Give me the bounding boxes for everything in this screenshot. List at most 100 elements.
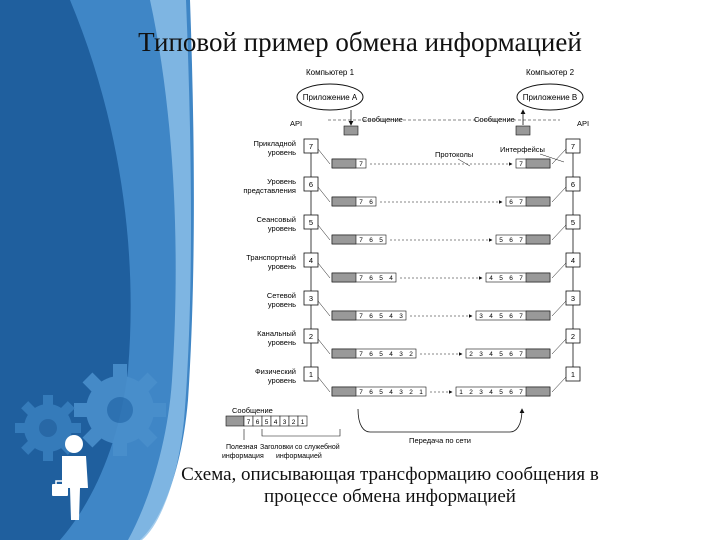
caption-line-2: процессе обмена информацией xyxy=(264,486,516,507)
frame-header-cell: 5 xyxy=(499,313,503,320)
api-label-b: API xyxy=(577,119,589,128)
level-label-line1: Сеансовый xyxy=(257,215,296,224)
frame-header-cell: 1 xyxy=(419,389,423,396)
frame-left-body xyxy=(331,158,357,169)
frame-header-cell: 4 xyxy=(389,275,393,282)
bottom-message-label: Сообщение xyxy=(232,406,273,415)
frame-left-body xyxy=(331,272,357,283)
frame-right-body xyxy=(525,234,551,245)
down-arrow-right xyxy=(551,376,567,393)
service-headers-bracket xyxy=(261,429,341,437)
sidebar-light-swoosh xyxy=(128,0,191,540)
frame-header-cell: 7 xyxy=(519,161,523,168)
frame-header-cell: 5 xyxy=(379,313,383,320)
frame-header-cell: 4 xyxy=(489,275,493,282)
down-arrow-left xyxy=(317,224,331,241)
bottom-header-value: 7 xyxy=(247,419,251,426)
level-label-line1: Уровень xyxy=(267,177,296,186)
frame-right-body xyxy=(525,196,551,207)
down-arrow-left xyxy=(317,376,331,393)
level-num-left: 3 xyxy=(309,294,313,303)
level-num-left: 5 xyxy=(309,218,313,227)
frame-header-cell: 7 xyxy=(519,199,523,206)
frame-right-body xyxy=(525,348,551,359)
frame-header-cell: 4 xyxy=(389,389,393,396)
frame-header-cell: 7 xyxy=(519,275,523,282)
osi-diagram: Компьютер 1 Компьютер 2 Приложение А При… xyxy=(222,68,589,460)
level-num-left: 7 xyxy=(309,142,313,151)
frame-header-cell: 5 xyxy=(499,351,503,358)
level-num-left: 4 xyxy=(309,256,313,265)
level-box-left xyxy=(303,366,319,382)
frame-header-cell: 6 xyxy=(369,351,373,358)
down-arrow-right xyxy=(551,148,567,165)
frame-header-cell: 7 xyxy=(359,237,363,244)
frame-header-cell: 4 xyxy=(389,351,393,358)
frame-header-cell: 5 xyxy=(379,237,383,244)
frame-header-cell: 3 xyxy=(399,351,403,358)
message-label-a: Сообщение xyxy=(362,115,403,124)
bottom-header-value: 1 xyxy=(301,419,305,426)
down-arrow-left xyxy=(317,338,331,355)
frame-header-cell: 6 xyxy=(369,313,373,320)
frame-header-cell: 2 xyxy=(409,389,413,396)
frame-header-cell: 6 xyxy=(509,237,513,244)
app-a-ellipse xyxy=(296,83,364,111)
frame-header-cell: 3 xyxy=(479,313,483,320)
frame-header-cell: 3 xyxy=(399,313,403,320)
api-label-a: API xyxy=(290,119,302,128)
down-arrow-left xyxy=(317,262,331,279)
level-label-line2: представления xyxy=(243,186,296,195)
frame-right-body xyxy=(525,158,551,169)
level-label-line2: уровень xyxy=(268,262,296,271)
service-headers-label-1: Заголовки со служебной xyxy=(260,443,340,451)
frame-left-body xyxy=(331,386,357,397)
frame-header-cell: 2 xyxy=(409,351,413,358)
bottom-header-value: 5 xyxy=(265,419,269,426)
level-num-right: 4 xyxy=(571,256,575,265)
down-arrow-right xyxy=(551,262,567,279)
caption-line-1: Схема, описывающая трансформацию сообщен… xyxy=(181,464,599,485)
frame-header-cell: 3 xyxy=(399,389,403,396)
frame-header-cell: 7 xyxy=(359,351,363,358)
frame-header-cell: 6 xyxy=(369,389,373,396)
down-arrow-right xyxy=(551,300,567,317)
down-arrow-left xyxy=(317,148,331,165)
level-label-line1: Прикладной xyxy=(253,139,296,148)
frame-header-cell: 5 xyxy=(379,275,383,282)
service-headers-label-2: информацией xyxy=(276,452,322,460)
bottom-header-value: 4 xyxy=(274,419,278,426)
frame-header-cell: 7 xyxy=(519,351,523,358)
network-transfer-label: Передача по сети xyxy=(409,436,471,445)
frame-right-body xyxy=(525,272,551,283)
frame-header-cell: 4 xyxy=(489,389,493,396)
frame-left-body xyxy=(331,196,357,207)
frame-left-body xyxy=(331,234,357,245)
frame-header-cell: 6 xyxy=(509,275,513,282)
network-transfer-bracket xyxy=(357,408,525,433)
bottom-header-cell xyxy=(297,415,308,427)
app-b-label: Приложение В xyxy=(523,93,577,102)
frame-header-cell: 7 xyxy=(359,199,363,206)
frame-header-cell: 1 xyxy=(459,389,463,396)
level-label-line1: Сетевой xyxy=(267,291,296,300)
frame-right-body xyxy=(525,386,551,397)
level-label-line2: уровень xyxy=(268,300,296,309)
interfaces-label: Интерфейсы xyxy=(500,145,545,154)
frame-header-cell: 7 xyxy=(519,237,523,244)
bottom-message-body xyxy=(225,415,245,427)
frame-header-cell: 7 xyxy=(519,389,523,396)
frame-header-cell: 6 xyxy=(369,237,373,244)
computer-1-label: Компьютер 1 xyxy=(306,68,355,77)
useful-info-label-2: информация xyxy=(222,453,264,460)
level-num-left: 1 xyxy=(309,370,313,379)
frame-header-cell: 5 xyxy=(379,389,383,396)
frame-header-cell: 7 xyxy=(359,313,363,320)
level-num-right: 6 xyxy=(571,180,575,189)
level-label-line2: уровень xyxy=(268,338,296,347)
frame-header-cell: 6 xyxy=(369,275,373,282)
level-num-left: 6 xyxy=(309,180,313,189)
level-label-line2: уровень xyxy=(268,148,296,157)
